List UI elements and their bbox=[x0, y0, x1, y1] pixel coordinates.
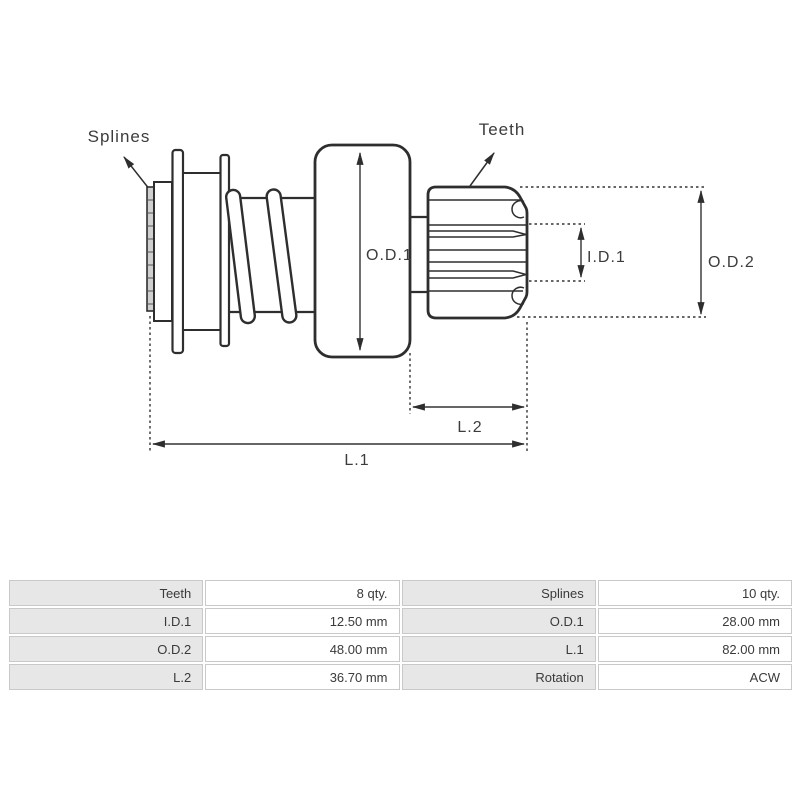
spec-value-cell: 48.00 mm bbox=[205, 636, 400, 662]
l1-dimension-label: L.1 bbox=[344, 452, 369, 469]
gear-teeth-lines bbox=[429, 199, 529, 305]
teeth-callout-label: Teeth bbox=[479, 120, 526, 139]
table-row: O.D.2 48.00 mm L.1 82.00 mm bbox=[9, 636, 792, 662]
table-row: I.D.1 12.50 mm O.D.1 28.00 mm bbox=[9, 608, 792, 634]
table-row: L.2 36.70 mm Rotation ACW bbox=[9, 664, 792, 690]
spec-value-cell: 10 qty. bbox=[597, 580, 792, 606]
spec-label-cell: Splines bbox=[401, 580, 596, 606]
spline-hatch-lines bbox=[147, 199, 155, 305]
od1-dimension-label: O.D.1 bbox=[366, 247, 413, 264]
tooth-root-arc-bottom bbox=[511, 286, 525, 305]
mid-cylinder bbox=[182, 172, 223, 331]
spring-coil bbox=[265, 188, 298, 324]
collar-section bbox=[153, 181, 173, 322]
spec-value-cell: 82.00 mm bbox=[597, 636, 792, 662]
l2-dimension: L.2 bbox=[411, 403, 526, 436]
spec-value-cell: ACW bbox=[597, 664, 792, 690]
spring-coil bbox=[224, 188, 257, 325]
l2-dimension-label: L.2 bbox=[457, 419, 482, 436]
splines-leader-arrow bbox=[123, 156, 151, 191]
l1-dimension: L.1 bbox=[151, 440, 526, 469]
spec-label-cell: O.D.1 bbox=[401, 608, 596, 634]
id1-dimension-label: I.D.1 bbox=[587, 249, 626, 266]
od1-dimension: O.D.1 bbox=[356, 151, 413, 352]
spec-table: Teeth 8 qty. Splines 10 qty. I.D.1 12.50… bbox=[7, 578, 794, 692]
spec-value-cell: 12.50 mm bbox=[205, 608, 400, 634]
spec-label-cell: L.2 bbox=[9, 664, 204, 690]
spec-label-cell: I.D.1 bbox=[9, 608, 204, 634]
extension-lines bbox=[149, 186, 706, 452]
starter-drive-technical-drawing: O.D.1 O.D.2 I.D.1 L. bbox=[88, 120, 755, 469]
tooth-root-arc-top bbox=[511, 200, 525, 219]
table-row: Teeth 8 qty. Splines 10 qty. bbox=[9, 580, 792, 606]
spec-label-cell: Rotation bbox=[401, 664, 596, 690]
teeth-leader-arrow bbox=[469, 152, 495, 187]
spec-label-cell: Teeth bbox=[9, 580, 204, 606]
pinion-shaft-lines bbox=[410, 215, 428, 294]
spec-value-cell: 36.70 mm bbox=[205, 664, 400, 690]
splines-callout-label: Splines bbox=[88, 127, 151, 146]
od2-dimension-label: O.D.2 bbox=[708, 254, 755, 271]
front-flange bbox=[171, 148, 185, 355]
spec-label-cell: O.D.2 bbox=[9, 636, 204, 662]
spec-label-cell: L.1 bbox=[401, 636, 596, 662]
od2-dimension: O.D.2 bbox=[697, 189, 755, 316]
id1-dimension: I.D.1 bbox=[577, 226, 626, 279]
rear-flange bbox=[219, 153, 231, 348]
spec-value-cell: 8 qty. bbox=[205, 580, 400, 606]
spec-value-cell: 28.00 mm bbox=[597, 608, 792, 634]
pinion-gear-outline bbox=[426, 185, 529, 320]
